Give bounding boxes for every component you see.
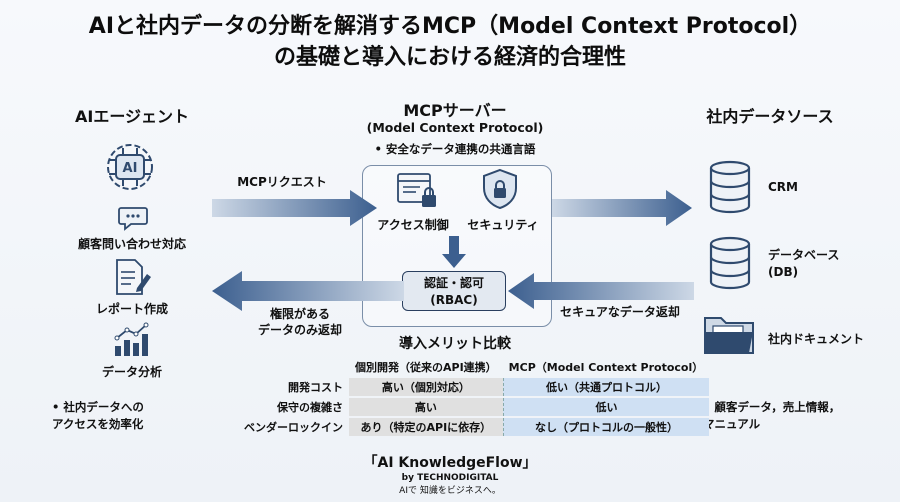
brand-block: 「AI KnowledgeFlow」 by TECHNODIGITAL AIで … — [355, 452, 545, 496]
ai-agent-heading: AIエージェント — [74, 107, 190, 126]
comparison-header-row: 個別開発（従来のAPI連携） MCP（Model Context Protoco… — [238, 358, 709, 376]
request-arrow-label: MCPリクエスト — [237, 175, 327, 189]
brand-by: by TECHNODIGITAL — [401, 473, 499, 483]
page-title: AIと社内データの分断を解消するMCP（Model Context Protoc… — [88, 14, 812, 39]
secure-return-label: セキュアなデータ返却 — [560, 305, 680, 319]
database-db-icon — [708, 236, 752, 290]
datasource-heading: 社内データソース — [706, 107, 834, 126]
row-label: 開発コスト — [288, 381, 343, 394]
access-control-label: アクセス制御 — [377, 218, 449, 232]
ai-icon-text: AI — [123, 161, 138, 176]
agent-item-report: レポート作成 — [95, 302, 168, 316]
return-arrow-icon — [212, 271, 404, 311]
ai-brain-icon: AI — [103, 140, 157, 194]
legacy-cell: 高い — [349, 398, 503, 416]
security-label: セキュリティ — [467, 218, 539, 232]
datasource-benefit: • 顧客データ，売上情報， マニュアル — [703, 400, 841, 431]
mcp-benefit: • 安全なデータ連携の共通言語 — [374, 142, 536, 156]
auth-rbac-label: 認証・認可 (RBAC) — [423, 276, 484, 307]
table-row: ベンダーロックイン あり（特定のAPIに依存） なし（プロトコルの一般性） — [238, 418, 710, 436]
row-label: 保守の複雑さ — [277, 401, 343, 414]
down-arrow-icon — [442, 236, 466, 268]
folder-documents-icon — [703, 312, 755, 356]
col-header-mcp: MCP（Model Context Protocol） — [508, 361, 704, 374]
request-arrow-icon — [212, 190, 377, 226]
agent-item-support: 顧客問い合わせ対応 — [77, 237, 186, 251]
mcp-cell: 低い — [502, 398, 710, 416]
secure-return-arrow-icon — [508, 273, 694, 309]
security-shield-icon — [480, 168, 520, 210]
mcp-cell: なし（プロトコルの一般性） — [502, 418, 710, 436]
access-lock-icon — [396, 172, 440, 210]
auth-rbac-box: 認証・認可 (RBAC) — [402, 271, 506, 311]
col-header-legacy: 個別開発（従来のAPI連携） — [355, 361, 497, 374]
row-label: ベンダーロックイン — [244, 421, 343, 434]
agent-item-analysis: データ分析 — [101, 365, 162, 379]
chat-bubble-icon — [118, 205, 148, 231]
source-db: データベース (DB) — [768, 248, 840, 279]
legacy-cell: あり（特定のAPIに依存） — [349, 418, 503, 436]
comparison-title: 導入メリット比較 — [399, 336, 511, 352]
mcp-server-subheading: (Model Context Protocol) — [366, 120, 544, 135]
database-crm-icon — [708, 160, 752, 214]
brand-tagline: AIで 知識をビジネスへ。 — [399, 486, 501, 496]
return-arrow-label: 権限がある データのみ返却 — [257, 307, 342, 337]
comparison-table: 個別開発（従来のAPI連携） MCP（Model Context Protoco… — [238, 356, 710, 438]
legacy-cell: 高い（個別対応） — [349, 378, 503, 396]
source-documents: 社内ドキュメント — [768, 332, 865, 346]
table-row: 保守の複雑さ 高い 低い — [238, 398, 710, 416]
page-subtitle: の基礎と導入における経済的合理性 — [273, 45, 626, 70]
to-datasource-arrow-icon — [552, 190, 692, 226]
mcp-cell: 低い（共通プロトコル） — [502, 378, 710, 396]
bar-chart-icon — [112, 322, 152, 358]
report-edit-icon — [113, 258, 153, 296]
source-crm: CRM — [768, 180, 798, 194]
table-row: 開発コスト 高い（個別対応） 低い（共通プロトコル） — [238, 378, 710, 396]
mcp-server-heading: MCPサーバー — [403, 101, 507, 120]
agent-benefit: • 社内データへの アクセスを効率化 — [52, 400, 144, 431]
brand-name: 「AI KnowledgeFlow」 — [363, 455, 537, 471]
